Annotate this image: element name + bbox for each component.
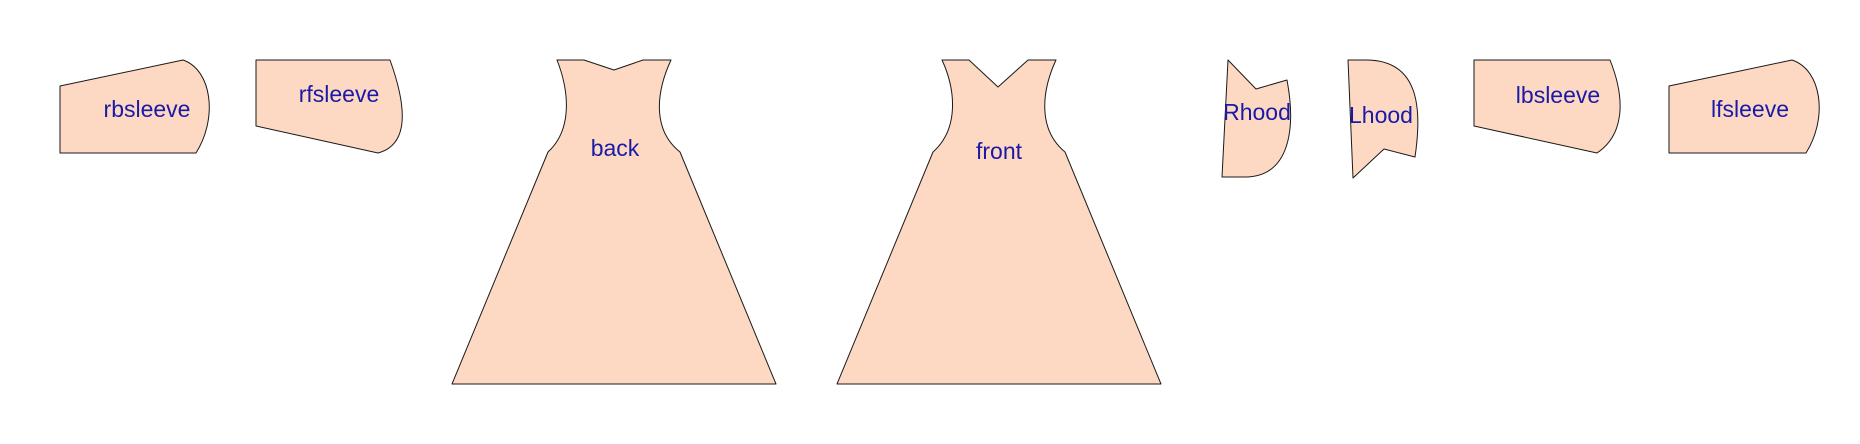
piece-front: front	[836, 59, 1162, 385]
piece-lfsleeve: lfsleeve	[1668, 59, 1820, 154]
front-shape	[836, 59, 1162, 385]
piece-rfsleeve: rfsleeve	[255, 59, 403, 154]
back-label: back	[591, 135, 640, 161]
piece-lbsleeve: lbsleeve	[1473, 59, 1621, 154]
rhood-shape	[1221, 59, 1292, 178]
rfsleeve-shape	[255, 59, 403, 154]
rhood-label: Rhood	[1223, 99, 1291, 125]
lhood-shape	[1347, 59, 1419, 179]
lbsleeve-label: lbsleeve	[1516, 82, 1600, 108]
piece-back: back	[451, 59, 777, 385]
lfsleeve-shape	[1668, 59, 1820, 154]
back-shape	[451, 59, 777, 385]
rfsleeve-label: rfsleeve	[299, 81, 380, 107]
rbsleeve-shape	[59, 59, 210, 154]
piece-rbsleeve: rbsleeve	[59, 59, 210, 154]
rbsleeve-label: rbsleeve	[104, 96, 191, 122]
lbsleeve-shape	[1473, 59, 1621, 154]
lfsleeve-label: lfsleeve	[1711, 96, 1789, 122]
front-label: front	[976, 138, 1023, 164]
lhood-label: Lhood	[1349, 102, 1413, 128]
piece-rhood: Rhood	[1221, 59, 1292, 178]
piece-lhood: Lhood	[1347, 59, 1419, 179]
